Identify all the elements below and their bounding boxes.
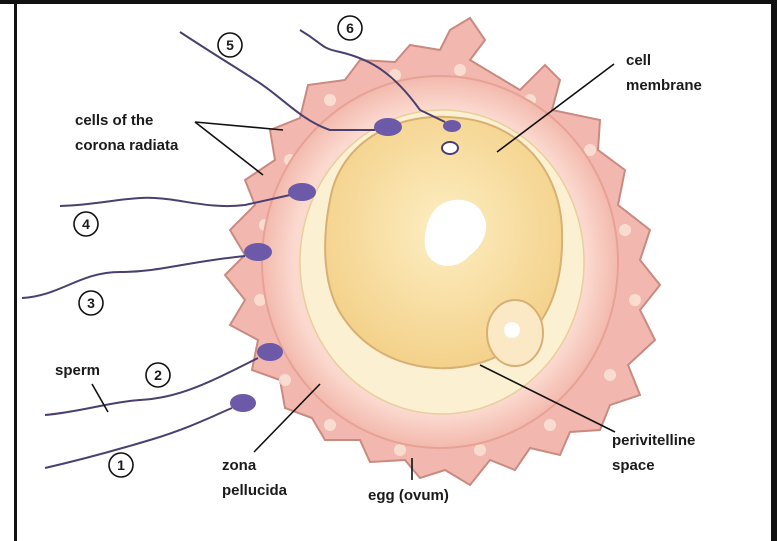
sperm-4-head: [288, 183, 316, 201]
label-zona-line2: pellucida: [222, 482, 288, 499]
label-corona-line2: corona radiata: [75, 137, 179, 154]
sperm-number-2: 2: [146, 363, 170, 387]
label-sperm: sperm: [55, 362, 100, 379]
sperm-1-head: [230, 394, 256, 412]
svg-text:6: 6: [346, 20, 354, 36]
svg-text:5: 5: [226, 37, 234, 53]
sperm-number-1: 1: [109, 453, 133, 477]
svg-text:4: 4: [82, 216, 90, 232]
sperm-5-head: [374, 118, 402, 136]
leader-corona-a: [195, 122, 283, 130]
polar-body-nucleus: [504, 322, 520, 338]
sperm-3-tail: [22, 256, 245, 298]
label-zona-line1: zona: [222, 457, 257, 474]
label-membrane-line1: cell: [626, 52, 651, 69]
sperm-3-head: [244, 243, 272, 261]
label-perivitelline-line2: space: [612, 457, 655, 474]
sperm-number-5: 5: [218, 33, 242, 57]
label-egg: egg (ovum): [368, 487, 449, 504]
label-perivitelline-line1: perivitelline: [612, 432, 695, 449]
leader-corona-b: [195, 122, 263, 175]
svg-text:1: 1: [117, 457, 125, 473]
sperm-6-pronucleus: [442, 142, 458, 154]
sperm-6-head: [443, 120, 461, 132]
svg-text:3: 3: [87, 295, 95, 311]
sperm-number-4: 4: [74, 212, 98, 236]
sperm-1-tail: [45, 408, 232, 468]
sperm-number-6: 6: [338, 16, 362, 40]
sperm-2-head: [257, 343, 283, 361]
svg-text:2: 2: [154, 367, 162, 383]
label-corona-line1: cells of the: [75, 112, 153, 129]
sperm-number-3: 3: [79, 291, 103, 315]
label-membrane-line2: membrane: [626, 77, 702, 94]
